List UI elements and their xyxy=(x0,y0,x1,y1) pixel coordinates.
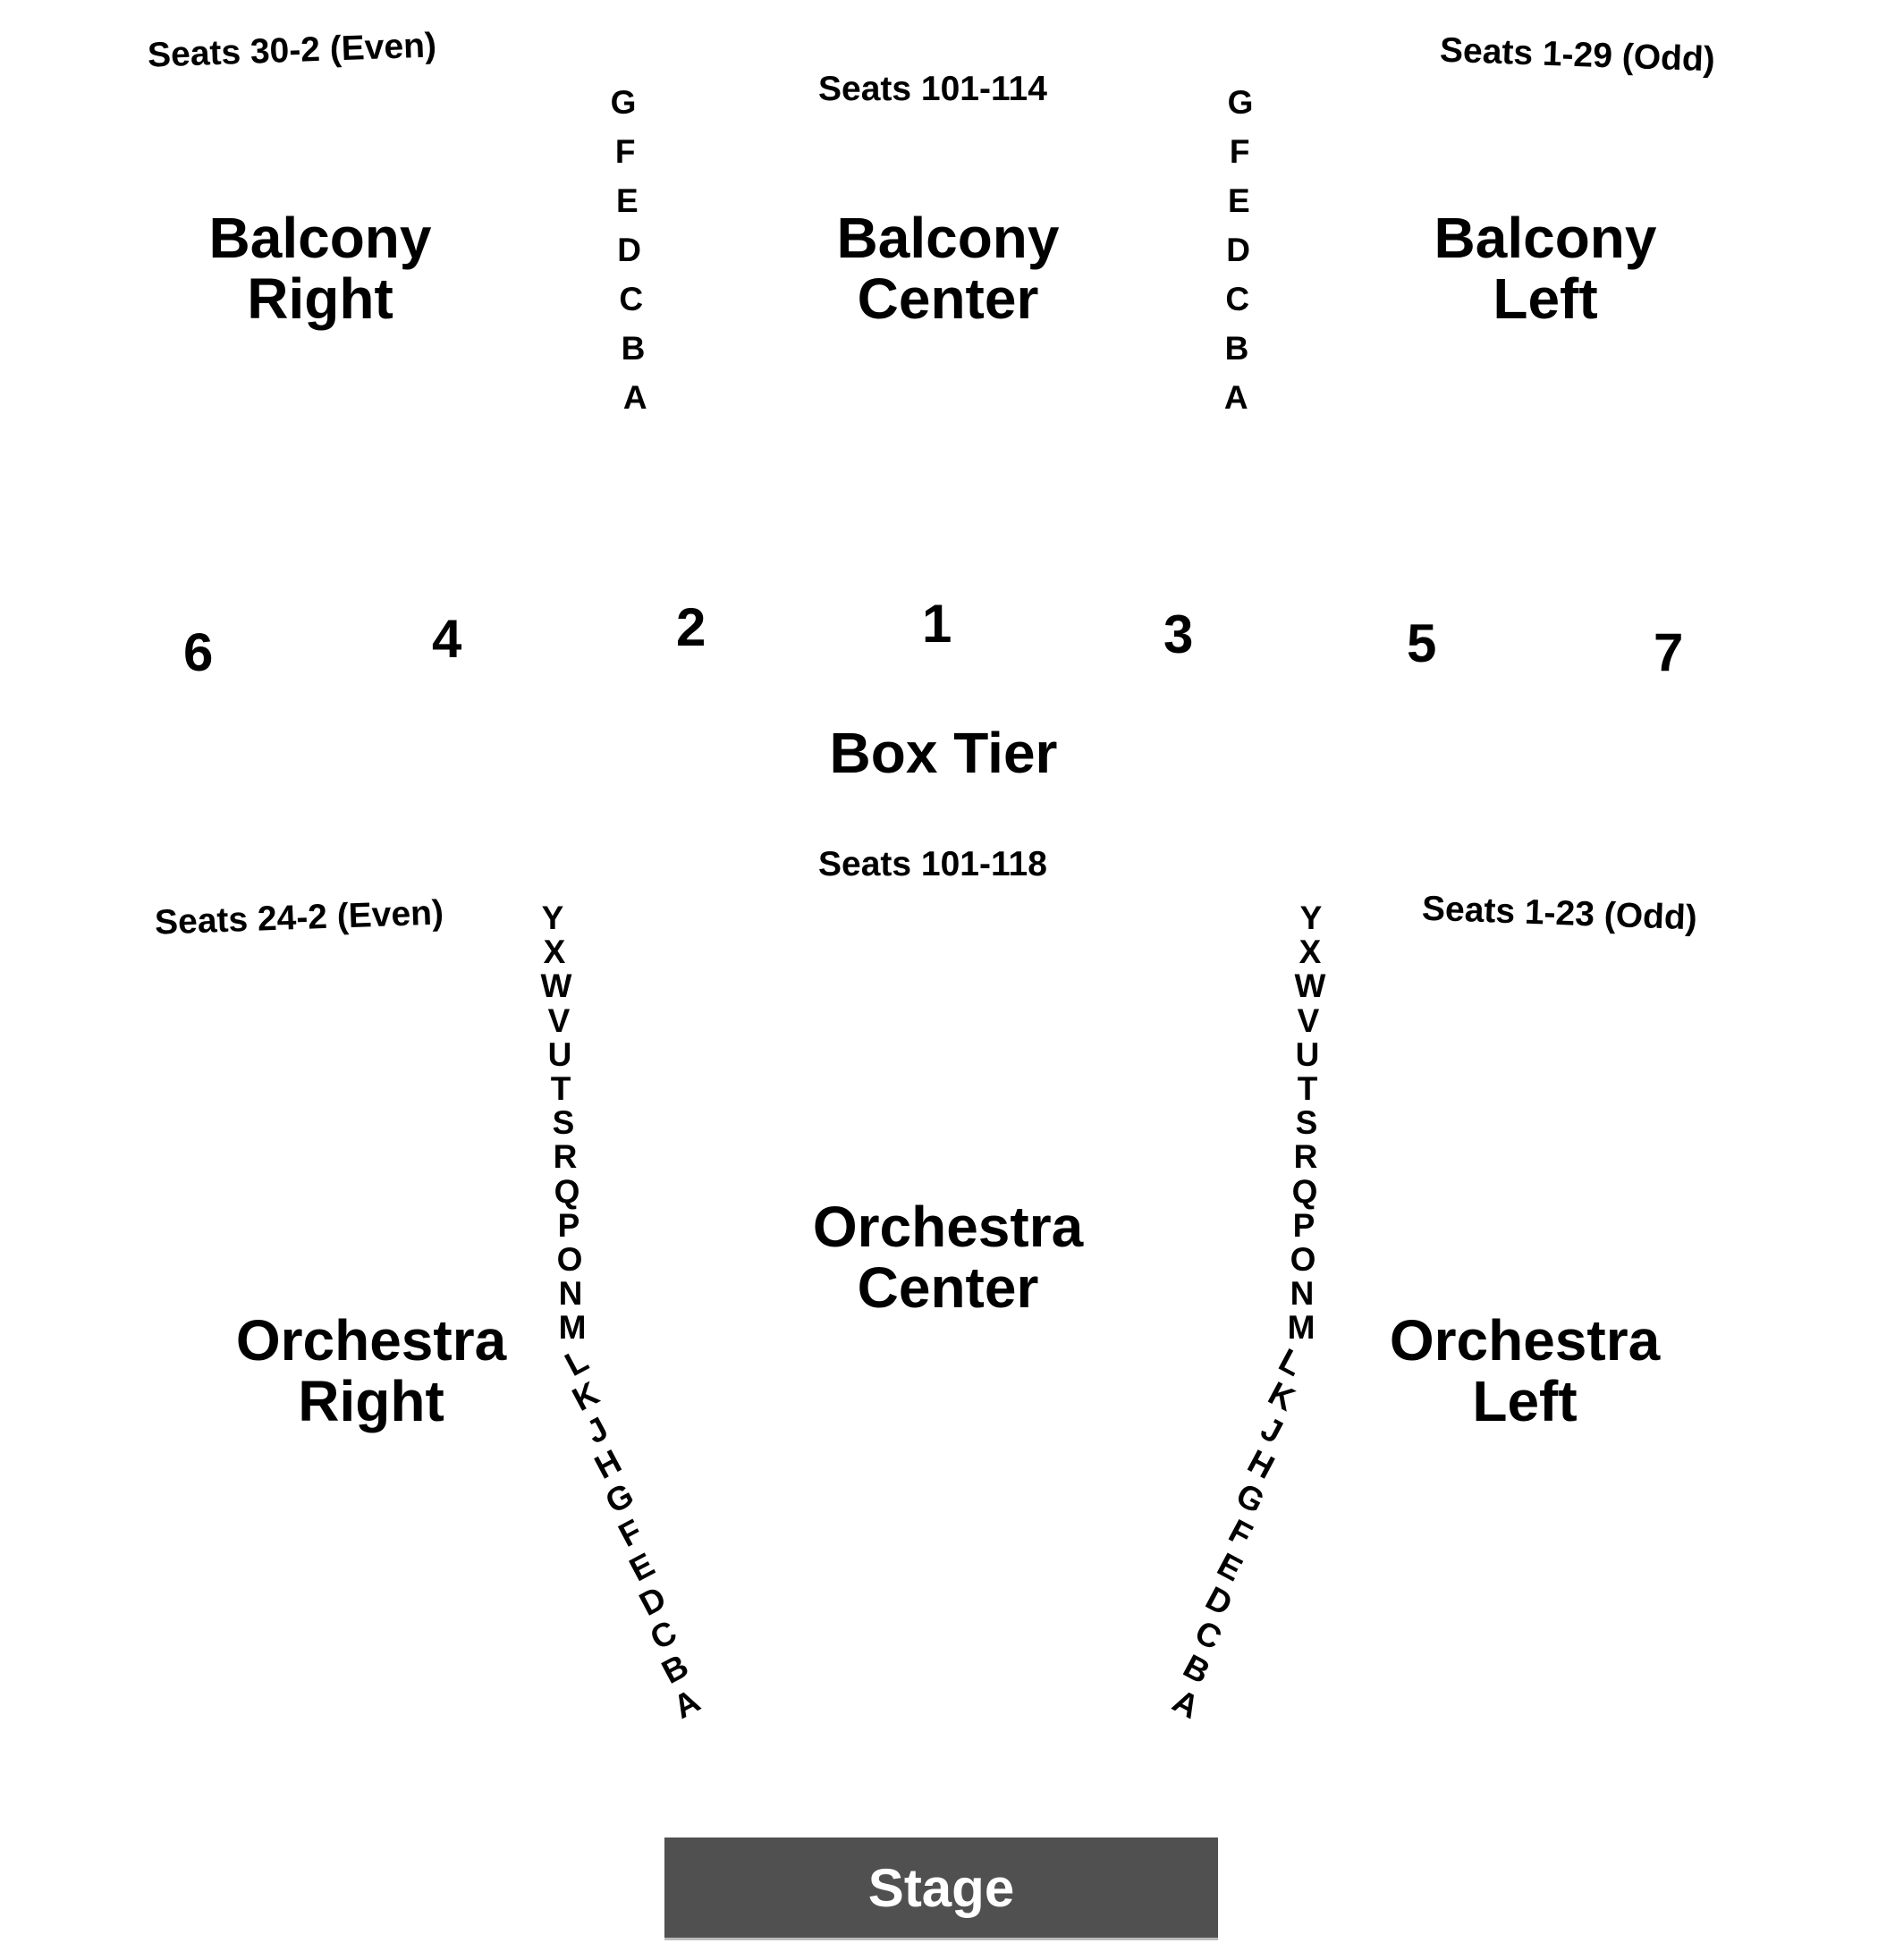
balcony-row-right: F xyxy=(614,133,636,170)
orchestra-row-left: M xyxy=(1287,1309,1315,1347)
balcony-right-line2: Right xyxy=(247,266,393,331)
orchestra-right-section[interactable]: Orchestra Right xyxy=(148,1310,595,1432)
balcony-right-line1: Balcony xyxy=(208,206,432,270)
balcony-row-right: E xyxy=(616,182,639,219)
balcony-center-line1: Balcony xyxy=(836,206,1060,270)
balcony-left-seats: Seats 1-29 (Odd) xyxy=(1439,30,1716,80)
orchestra-center-line1: Orchestra xyxy=(812,1195,1084,1259)
orchestra-row-left: Q xyxy=(1291,1172,1318,1210)
orchestra-row-left: U xyxy=(1295,1035,1320,1073)
orchestra-center-section[interactable]: Orchestra Center xyxy=(724,1196,1172,1318)
orchestra-right-line1: Orchestra xyxy=(235,1308,507,1373)
balcony-right-section[interactable]: Balcony Right xyxy=(97,207,544,329)
orchestra-left-seats: Seats 1-23 (Odd) xyxy=(1421,889,1698,938)
balcony-center-section[interactable]: Balcony Center xyxy=(724,207,1172,329)
box-number[interactable]: 1 xyxy=(922,594,952,654)
orchestra-row-right: O xyxy=(556,1241,583,1278)
orchestra-right-seats: Seats 24-2 (Even) xyxy=(154,893,444,942)
orchestra-row-right: X xyxy=(543,934,566,971)
box-number[interactable]: 3 xyxy=(1163,604,1194,664)
balcony-row-left: C xyxy=(1225,281,1250,317)
orchestra-left-line2: Left xyxy=(1472,1369,1578,1433)
balcony-left-line2: Left xyxy=(1493,266,1598,331)
balcony-row-left: A xyxy=(1223,379,1248,416)
balcony-row-right: A xyxy=(622,379,647,416)
stage-label: Stage xyxy=(867,1857,1015,1918)
box-number[interactable]: 2 xyxy=(676,597,706,657)
orchestra-row-right: T xyxy=(550,1070,571,1107)
balcony-row-left: G xyxy=(1227,84,1254,121)
orchestra-center-seats: Seats 101-118 xyxy=(818,845,1047,883)
orchestra-row-right: Q xyxy=(554,1172,580,1210)
box-number[interactable]: 5 xyxy=(1407,613,1437,673)
orchestra-row-right: S xyxy=(552,1104,575,1142)
box-tier-label[interactable]: Box Tier xyxy=(829,721,1058,785)
orchestra-left-line1: Orchestra xyxy=(1389,1308,1661,1373)
orchestra-row-left: Y xyxy=(1299,900,1323,936)
orchestra-row-left: O xyxy=(1290,1241,1316,1278)
orchestra-row-right: N xyxy=(558,1275,583,1313)
balcony-row-right: D xyxy=(617,232,641,268)
balcony-row-left: B xyxy=(1224,330,1249,367)
orchestra-row-left: V xyxy=(1297,1001,1320,1039)
balcony-left-line1: Balcony xyxy=(1434,206,1657,270)
orchestra-row-left: N xyxy=(1290,1275,1315,1313)
box-number[interactable]: 6 xyxy=(183,622,214,682)
balcony-row-right: B xyxy=(621,330,646,367)
orchestra-row-right: R xyxy=(553,1138,578,1176)
orchestra-row-left: W xyxy=(1294,967,1326,1005)
orchestra-row-right: W xyxy=(540,967,572,1005)
orchestra-row-left: S xyxy=(1295,1104,1318,1142)
balcony-row-left: E xyxy=(1228,182,1250,219)
balcony-row-left: F xyxy=(1229,133,1250,170)
stage: Stage xyxy=(664,1838,1218,1940)
balcony-left-section[interactable]: Balcony Left xyxy=(1322,207,1769,329)
balcony-row-left: D xyxy=(1226,232,1250,268)
orchestra-left-section[interactable]: Orchestra Left xyxy=(1301,1310,1748,1432)
orchestra-row-left: T xyxy=(1297,1070,1318,1107)
orchestra-row-right: P xyxy=(557,1206,580,1244)
orchestra-row-right: V xyxy=(547,1001,571,1039)
orchestra-row-left: X xyxy=(1299,934,1322,971)
orchestra-row-right: M xyxy=(558,1309,587,1347)
orchestra-row-left: R xyxy=(1293,1138,1318,1176)
balcony-row-right: C xyxy=(619,281,644,317)
balcony-right-seats: Seats 30-2 (Even) xyxy=(147,26,437,75)
balcony-row-right: G xyxy=(610,84,637,121)
orchestra-center-line2: Center xyxy=(857,1255,1039,1320)
box-number[interactable]: 7 xyxy=(1654,622,1684,682)
orchestra-row-right: U xyxy=(547,1035,572,1073)
balcony-center-line2: Center xyxy=(857,266,1039,331)
orchestra-right-line2: Right xyxy=(298,1369,444,1433)
balcony-center-seats: Seats 101-114 xyxy=(818,70,1047,108)
box-number[interactable]: 4 xyxy=(432,609,462,669)
orchestra-row-right: Y xyxy=(541,900,564,936)
orchestra-row-left: P xyxy=(1292,1206,1315,1244)
